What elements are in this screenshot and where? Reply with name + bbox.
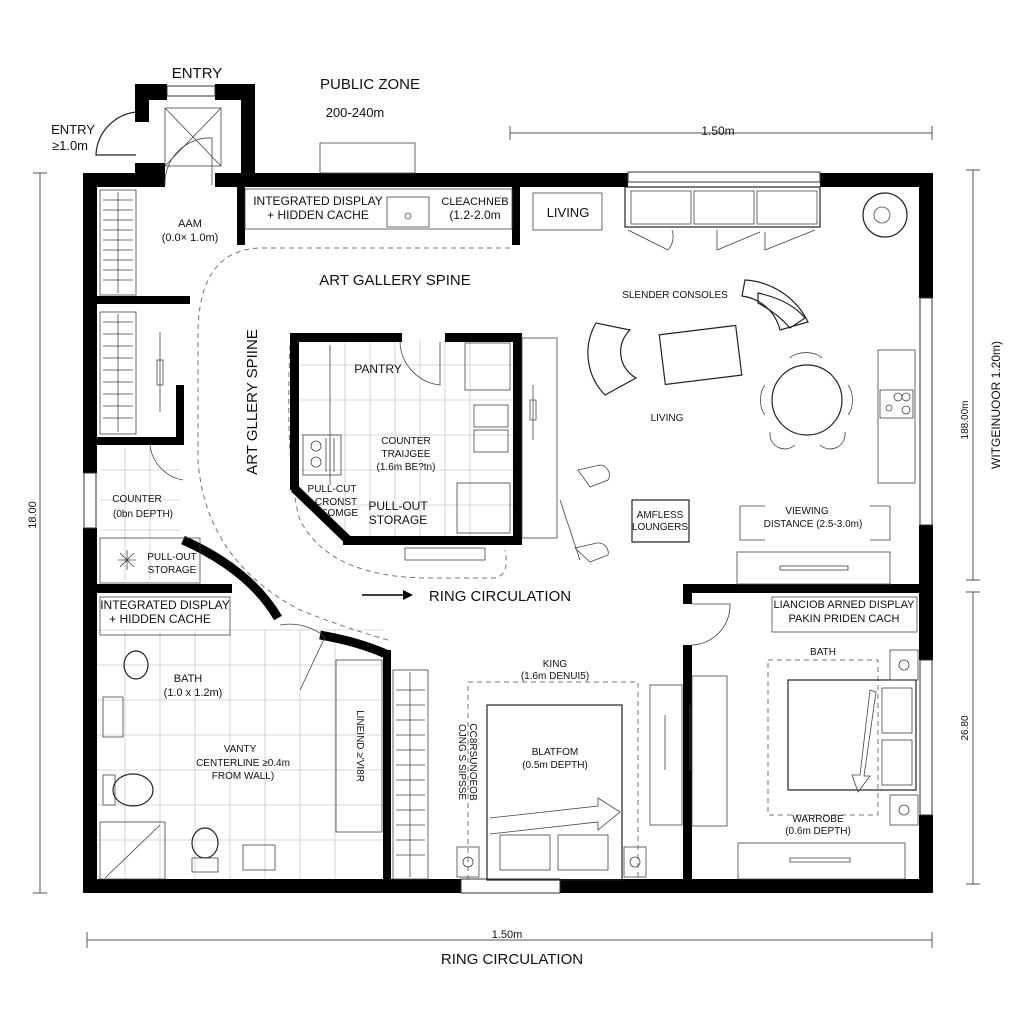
doors xyxy=(95,111,731,691)
side-clear-label: OJNG S SIPSSE xyxy=(456,724,467,800)
king-label: KING xyxy=(543,659,568,670)
integrated-display-label-2: INTEGRATED DISPLAY xyxy=(100,598,230,612)
vanity-label-3: FROM WALL) xyxy=(212,771,274,782)
corner-chair-seat xyxy=(873,206,891,224)
walls xyxy=(83,84,933,893)
art-gallery-spine-vertical: ART GLLERY SPIINE xyxy=(244,329,261,475)
bath-fixtures xyxy=(99,596,383,880)
platform-dim: (0.5m DEPTH) xyxy=(522,760,588,771)
pullout-cronst-label-3: £OMGE xyxy=(322,508,358,519)
living-box xyxy=(532,192,603,231)
vanity-label-2: CENTERLINE ≥0.4m xyxy=(196,758,290,769)
entry-closet-cross xyxy=(164,107,222,167)
living-box-label: LIVING xyxy=(547,205,590,220)
wardrobe-dim: (0.6m DEPTH) xyxy=(785,826,851,837)
counter-triangle-label-2: TRAIJGEE xyxy=(382,449,431,460)
entry-side-dim: ≥1.0m xyxy=(52,138,88,153)
display-right-label: LIANCIOB ARNED DISPLAY xyxy=(773,599,915,611)
integrated-display-label: INTEGRATED DISPLAY xyxy=(253,194,383,208)
viewing-distance-label: DISTANCE (2.5-3.0m) xyxy=(764,519,863,530)
dim-right-bottom-label: 26.80 xyxy=(960,715,971,740)
dim-bottom-label: 1.50m xyxy=(492,929,523,941)
living-furniture xyxy=(521,279,916,585)
amfless-label: AMFLESS xyxy=(637,510,684,521)
counter-tile-grid xyxy=(100,448,180,580)
sink-top xyxy=(386,196,430,228)
display-right-label-2: PAKIN PRIDEN CACH xyxy=(788,613,899,625)
cleachneb-label: CLEACHNEB xyxy=(441,196,508,208)
counter-left-label: COUNTER xyxy=(112,494,161,505)
dim-top-label: 1.50m xyxy=(701,124,734,138)
side-clear-label-2: CC8RSUNOEOB xyxy=(467,723,478,801)
wardrobe-label: WARROBE xyxy=(792,814,844,825)
entry-top-label: ENTRY xyxy=(172,65,223,82)
slender-console-units xyxy=(624,186,821,251)
bath-tile-grid xyxy=(97,629,383,880)
pullout-storage-left xyxy=(99,537,201,584)
counter-triangle-label: COUNTER xyxy=(381,436,430,447)
bath-left-label: BATH xyxy=(174,673,203,685)
gallery-spine-path xyxy=(197,247,510,641)
integrated-display-cabinet xyxy=(244,188,513,230)
bed-king xyxy=(456,675,728,881)
amfless-label-2: LOUNGERS xyxy=(632,522,688,533)
dimension-lines xyxy=(33,126,980,948)
pullout-storage-left-label-2: STORAGE xyxy=(148,565,197,576)
aam-dim: (0.0× 1.0m) xyxy=(162,232,219,244)
ring-circulation-bottom-label: RING CIRCULATION xyxy=(441,951,583,968)
pullout-storage-kitchen-label: PULL-OUT xyxy=(368,499,428,513)
linen-label: LINEIND ≥'VI8R xyxy=(354,710,365,782)
pullout-cronst-label-2: CRONST xyxy=(315,497,357,508)
living-main-label: LIVING xyxy=(651,413,684,424)
public-zone-bench xyxy=(319,142,416,174)
aam-label: AAM xyxy=(178,218,202,230)
pullout-storage-left-label: PULL-OUT xyxy=(147,552,196,563)
counter-triangle-dim: (1.6m BE?tn) xyxy=(377,462,436,473)
ring-circulation-label: RING CIRCULATION xyxy=(429,588,571,605)
dim-right-side-label: WITGEINUOOR 1.20m) xyxy=(989,341,1003,469)
cleachneb-dim: (1.2-2.0m xyxy=(449,208,500,222)
platform-label: BLATFOM xyxy=(532,747,578,758)
pantry-label: PANTRY xyxy=(354,362,402,376)
vanity-label: VANTY xyxy=(224,744,257,755)
entry-closet xyxy=(164,107,222,167)
entry-side-label: ENTRY xyxy=(51,122,95,137)
art-gallery-spine-label: ART GALLERY SPINE xyxy=(319,272,470,289)
dim-right-top-label: 188.00m xyxy=(960,401,971,440)
kitchen-fixtures xyxy=(302,342,511,561)
viewing-label: VIEWING xyxy=(785,506,829,517)
sink-drain xyxy=(404,212,412,220)
pullout-storage-kitchen-label-2: STORAGE xyxy=(369,513,427,527)
corner-chair xyxy=(862,192,908,238)
slender-consoles-label: SLENDER CONSOLES xyxy=(622,290,728,301)
closet-rack-bedroom xyxy=(392,669,429,880)
ring-circulation-arrowhead xyxy=(403,590,413,600)
pullout-cronst-label: PULL-CUT xyxy=(308,484,357,495)
king-dim: (1.6m DENUI5) xyxy=(521,671,589,682)
kitchen-circulation-path xyxy=(288,344,507,579)
hidden-cache-label-2: + HIDDEN CACHE xyxy=(109,612,211,626)
bed-right xyxy=(737,596,919,880)
windows xyxy=(83,85,933,894)
bath-left-dim: (1.0 x 1.2m) xyxy=(164,687,223,699)
wardrobe-rack-left xyxy=(99,189,164,435)
public-zone-label: PUBLIC ZONE xyxy=(320,76,420,93)
hidden-cache-label: + HIDDEN CACHE xyxy=(267,208,369,222)
fan-icon xyxy=(118,550,136,570)
public-zone-area: 200-240m xyxy=(326,105,385,120)
dim-left-label: 18.00 xyxy=(27,501,39,529)
counter-left-dim: (0bn DEPTH) xyxy=(113,509,173,520)
bath-right-label: BATH xyxy=(810,647,836,658)
